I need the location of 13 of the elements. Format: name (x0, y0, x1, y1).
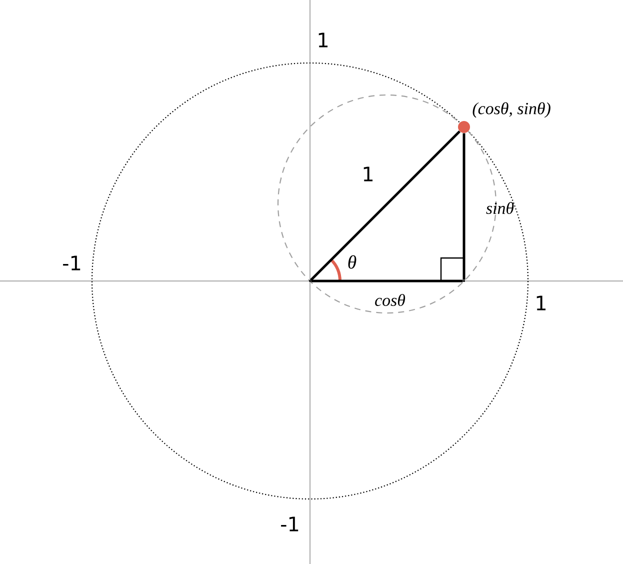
point-marker (458, 121, 470, 133)
axis-label: -1 (63, 256, 80, 270)
coordinate-label: (cosθ, sinθ) (472, 102, 550, 118)
edge-label: sinθ (486, 202, 514, 214)
edge-label: cosθ (375, 294, 406, 306)
edge-label: 1 (364, 166, 372, 182)
axis-label: -1 (281, 516, 298, 532)
axis-label: 1 (536, 296, 546, 310)
triangle-side (462, 133, 466, 280)
angle-label: θ (348, 255, 356, 269)
triangle-side (310, 130, 460, 282)
triangle-side (311, 280, 463, 282)
axis-label: 1 (318, 32, 328, 48)
